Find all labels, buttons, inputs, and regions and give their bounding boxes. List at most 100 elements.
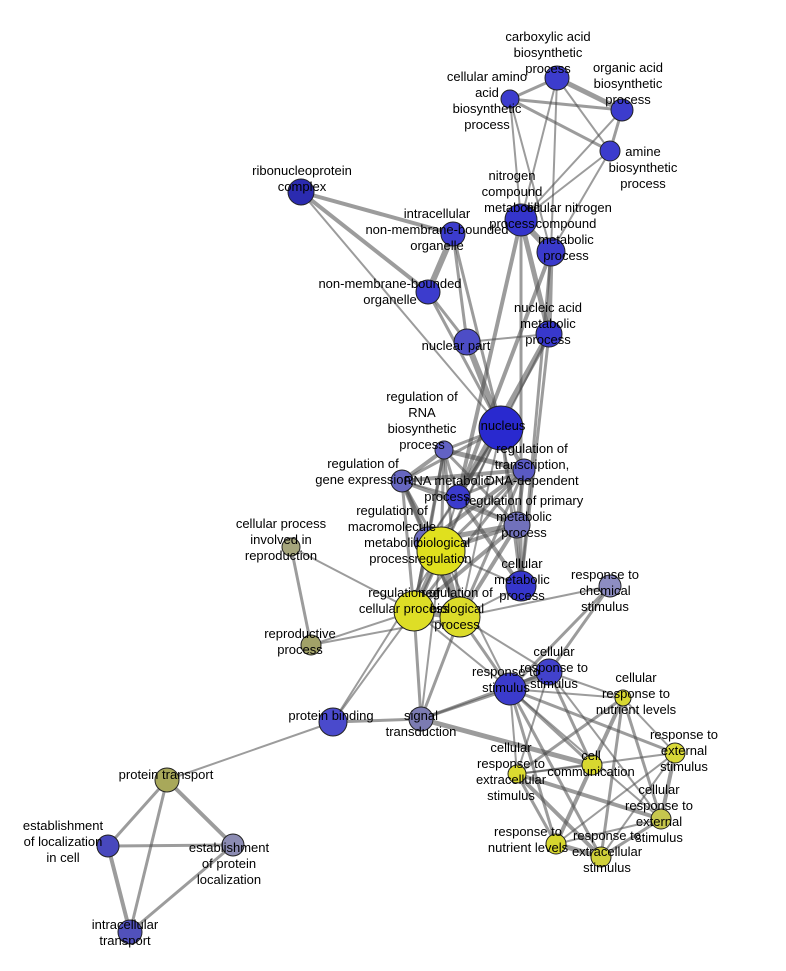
- edge-signal-transduction--cell-communication: [418, 716, 595, 768]
- node-non-membrane-bounded-organelle[interactable]: [415, 279, 441, 305]
- edge-nucleus--cellular-metabolic-process: [499, 426, 523, 588]
- edge-establishment-of-localization-in-cell--intracellular-transport: [106, 844, 132, 934]
- edge-cellular-response-to-nutrient-levels--cellular-response-to-extracellular-stimulus: [515, 696, 625, 776]
- edge-reproductive-process--regulation-of-biological-process: [310, 616, 461, 646]
- node-cell-communication[interactable]: [581, 754, 603, 776]
- edge-cellular-process-involved-in-reproduction--reproductive-process: [289, 545, 313, 647]
- node-nitrogen-compound-metabolic-process[interactable]: [504, 203, 538, 237]
- edge-response-to-chemical-stimulus--cellular-response-to-stimulus: [547, 584, 612, 674]
- edge-response-to-chemical-stimulus--response-to-stimulus: [508, 584, 612, 691]
- node-cellular-response-to-extracellular-stimulus[interactable]: [507, 764, 527, 784]
- node-regulation-of-rna-biosynthetic-process[interactable]: [434, 440, 454, 460]
- node-amine-biosynthetic-process[interactable]: [599, 140, 621, 162]
- node-carboxylic-acid-biosynthetic-process[interactable]: [544, 65, 570, 91]
- node-rna-metabolic-process[interactable]: [445, 484, 471, 510]
- node-establishment-of-localization-in-cell[interactable]: [96, 834, 120, 858]
- edge-establishment-of-protein-localization--intracellular-transport: [128, 843, 235, 934]
- edge-cellular-response-to-nutrient-levels--response-to-extracellular-stimulus: [599, 696, 625, 859]
- edge-amine-biosynthetic-process--cellular-nitrogen-compound-metabolic-process: [550, 150, 611, 253]
- edge-regulation-of-cellular-process--protein-binding: [332, 610, 415, 723]
- edge-cellular-response-to-stimulus--cellular-response-to-extracellular-stimulus: [516, 671, 550, 775]
- edge-nuclear-part--nucleic-acid-metabolic-process: [466, 333, 550, 343]
- node-cellular-response-to-nutrient-levels[interactable]: [614, 689, 632, 707]
- node-response-to-nutrient-levels[interactable]: [545, 833, 567, 855]
- node-response-to-extracellular-stimulus[interactable]: [590, 846, 612, 868]
- edge-cellular-process-involved-in-reproduction--regulation-of-cellular-process: [290, 546, 415, 612]
- edge-organic-acid-biosynthetic-process--nitrogen-compound-metabolic-process: [520, 109, 623, 221]
- edge-protein-binding--protein-transport: [166, 721, 334, 781]
- node-protein-binding[interactable]: [318, 707, 348, 737]
- node-response-to-stimulus[interactable]: [493, 672, 527, 706]
- edge-carboxylic-acid-biosynthetic-process--amine-biosynthetic-process: [556, 77, 611, 152]
- edge-response-to-stimulus--response-to-extracellular-stimulus: [508, 687, 603, 859]
- node-intracellular-transport[interactable]: [117, 919, 143, 945]
- node-establishment-of-protein-localization[interactable]: [221, 833, 245, 857]
- edge-carboxylic-acid-biosynthetic-process--cellular-nitrogen-compound-metabolic-process: [550, 77, 558, 253]
- node-biological-regulation[interactable]: [416, 526, 466, 576]
- edge-response-to-stimulus--cellular-response-to-external-stimulus: [509, 688, 662, 820]
- edge-ribonucleoprotein-complex--nucleus: [300, 191, 502, 429]
- node-regulation-of-primary-metabolic-process[interactable]: [503, 511, 531, 539]
- edge-cellular-response-to-extracellular-stimulus--cell-communication: [516, 764, 593, 775]
- edge-cellular-amino-acid-biosynthetic-process--nitrogen-compound-metabolic-process: [509, 98, 522, 221]
- edge-nitrogen-compound-metabolic-process--rna-metabolic-process: [456, 218, 523, 499]
- node-ribonucleoprotein-complex[interactable]: [287, 178, 315, 206]
- edge-biological-regulation--protein-binding: [332, 550, 442, 723]
- edge-amine-biosynthetic-process--nitrogen-compound-metabolic-process: [520, 150, 611, 221]
- node-nucleic-acid-metabolic-process[interactable]: [535, 320, 563, 348]
- edge-intracellular-non-membrane-bounded-organelle--nucleus: [451, 232, 503, 430]
- node-cellular-response-to-external-stimulus[interactable]: [650, 808, 672, 830]
- edge-response-to-stimulus--response-to-nutrient-levels: [508, 687, 558, 846]
- node-nucleus[interactable]: [478, 405, 524, 451]
- node-regulation-of-biological-process[interactable]: [439, 596, 481, 638]
- edge-regulation-of-cellular-process--response-to-stimulus: [413, 610, 511, 690]
- edge-response-to-external-stimulus--response-to-extracellular-stimulus: [600, 752, 676, 858]
- edge-response-to-stimulus--cellular-response-to-nutrient-levels: [509, 688, 624, 699]
- edge-cellular-response-to-nutrient-levels--response-to-external-stimulus: [622, 697, 676, 754]
- edge-regulation-of-gene-expression--regulation-of-cellular-process: [400, 479, 416, 613]
- edge-biological-regulation--signal-transduction: [420, 550, 442, 720]
- edge-protein-transport--establishment-of-protein-localization: [165, 778, 235, 847]
- edge-cellular-response-to-extracellular-stimulus--response-to-extracellular-stimulus: [515, 772, 603, 859]
- node-response-to-external-stimulus[interactable]: [664, 742, 686, 764]
- edge-ribonucleoprotein-complex--intracellular-non-membrane-bounded-organelle: [299, 190, 455, 236]
- edge-cellular-amino-acid-biosynthetic-process--cellular-nitrogen-compound-metabolic-process: [509, 98, 552, 253]
- edge-intracellular-non-membrane-bounded-organelle--nuclear-part: [451, 232, 469, 344]
- edge-ribonucleoprotein-complex--non-membrane-bounded-organelle: [299, 190, 430, 294]
- edge-cellular-response-to-extracellular-stimulus--cellular-response-to-external-stimulus: [515, 772, 663, 821]
- node-cellular-process-involved-in-reproduction[interactable]: [281, 537, 301, 557]
- node-organic-acid-biosynthetic-process[interactable]: [610, 98, 634, 122]
- node-response-to-chemical-stimulus[interactable]: [598, 574, 622, 598]
- node-cellular-response-to-stimulus[interactable]: [535, 658, 563, 686]
- edge-regulation-of-primary-metabolic-process--regulation-of-cellular-process: [412, 523, 519, 613]
- node-regulation-of-gene-expression[interactable]: [390, 469, 414, 493]
- node-signal-transduction[interactable]: [408, 706, 434, 732]
- node-nuclear-part[interactable]: [453, 328, 481, 356]
- node-cellular-metabolic-process[interactable]: [505, 570, 537, 602]
- edge-cellular-response-to-nutrient-levels--cellular-response-to-external-stimulus: [621, 696, 663, 821]
- edge-cellular-response-to-stimulus--cellular-response-to-external-stimulus: [548, 671, 662, 820]
- node-cellular-nitrogen-compound-metabolic-process[interactable]: [536, 237, 566, 267]
- edges-layer: [106, 75, 677, 934]
- edge-rna-metabolic-process--cellular-metabolic-process: [456, 495, 523, 588]
- edge-regulation-of-transcription-dna-dependent--regulation-of-gene-expression: [400, 468, 526, 483]
- edge-response-to-external-stimulus--response-to-nutrient-levels: [555, 752, 676, 845]
- node-regulation-of-cellular-process[interactable]: [393, 590, 435, 632]
- node-cellular-amino-acid-biosynthetic-process[interactable]: [500, 89, 520, 109]
- node-protein-transport[interactable]: [154, 767, 180, 793]
- edge-protein-transport--establishment-of-localization-in-cell: [106, 778, 169, 848]
- edge-nucleus--regulation-of-biological-process: [459, 427, 502, 618]
- edge-protein-transport--intracellular-transport: [128, 778, 169, 934]
- edge-nucleic-acid-metabolic-process--cellular-metabolic-process: [519, 332, 551, 588]
- node-intracellular-non-membrane-bounded-organelle[interactable]: [440, 221, 466, 247]
- node-reproductive-process[interactable]: [300, 634, 322, 656]
- node-regulation-of-transcription-dna-dependent[interactable]: [512, 458, 536, 482]
- edge-cellular-response-to-extracellular-stimulus--response-to-nutrient-levels: [515, 772, 558, 846]
- edge-cellular-response-to-external-stimulus--response-to-extracellular-stimulus: [599, 817, 663, 859]
- edge-response-to-chemical-stimulus--regulation-of-biological-process: [459, 585, 611, 618]
